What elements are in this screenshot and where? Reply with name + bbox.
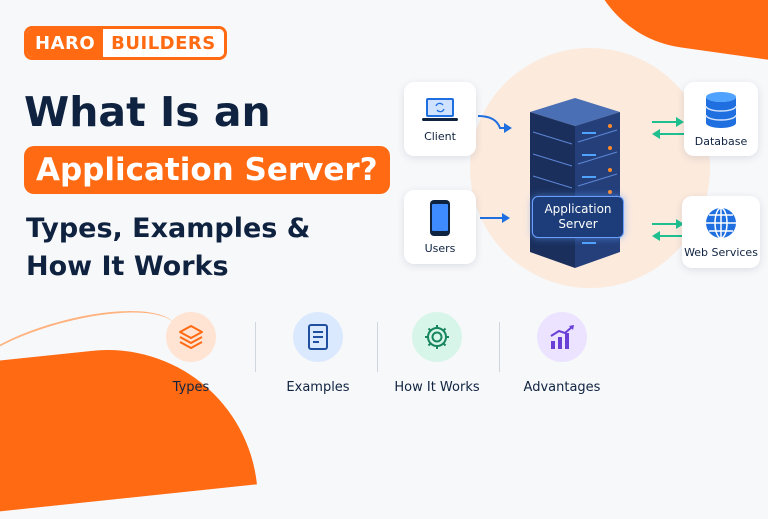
web-services-label: Web Services xyxy=(684,246,758,259)
feature-advantages-label: Advantages xyxy=(523,380,601,395)
feature-how-it-works-label: How It Works xyxy=(394,380,480,395)
feature-examples: Examples xyxy=(263,312,373,395)
server-label-line-2: Server xyxy=(558,217,598,231)
laptop-icon xyxy=(422,98,458,121)
subtitle: Types, Examples & How It Works xyxy=(26,210,310,286)
client-arrow xyxy=(477,115,510,129)
feature-divider xyxy=(255,322,256,372)
client-arrow-head xyxy=(504,123,512,133)
gear-icon xyxy=(412,312,462,362)
feature-advantages: Advantages xyxy=(507,312,617,395)
web-services-card: Web Services xyxy=(682,196,760,268)
smartphone-icon xyxy=(430,200,450,236)
client-label: Client xyxy=(424,130,456,143)
client-card: Client xyxy=(404,82,476,156)
db-arrow-in-head xyxy=(652,129,660,139)
users-label: Users xyxy=(424,242,456,255)
users-arrow-head xyxy=(502,213,510,223)
subtitle-line-2: How It Works xyxy=(26,251,229,282)
subtitle-line-1: Types, Examples & xyxy=(26,213,311,244)
title-highlight: Application Server? xyxy=(24,146,390,194)
connection-arrows xyxy=(477,115,684,241)
ws-arrow-in-head xyxy=(652,231,660,241)
feature-examples-label: Examples xyxy=(286,380,350,395)
db-arrow-out-head xyxy=(676,117,684,127)
feature-divider xyxy=(377,322,378,372)
page-title: What Is an xyxy=(24,88,271,136)
users-card: Users xyxy=(404,190,476,264)
bar-chart-icon xyxy=(537,312,587,362)
server-label-line-1: Application xyxy=(544,202,612,216)
feature-types-label: Types xyxy=(172,380,210,395)
ws-arrow-out-head xyxy=(676,219,684,229)
brand-logo: HARO BUILDERS xyxy=(24,26,227,60)
layers-icon xyxy=(166,312,216,362)
feature-types: Types xyxy=(136,312,246,395)
globe-icon xyxy=(706,207,736,239)
database-icon xyxy=(705,92,737,128)
document-icon xyxy=(293,312,343,362)
server-tower-icon xyxy=(530,98,620,268)
brand-part-1: HARO xyxy=(27,29,104,57)
brand-part-2: BUILDERS xyxy=(103,29,224,57)
feature-how-it-works: How It Works xyxy=(382,312,492,395)
database-card: Database xyxy=(684,82,758,156)
feature-divider xyxy=(499,322,500,372)
application-server-label: Application Server xyxy=(532,196,624,238)
database-label: Database xyxy=(694,135,748,148)
